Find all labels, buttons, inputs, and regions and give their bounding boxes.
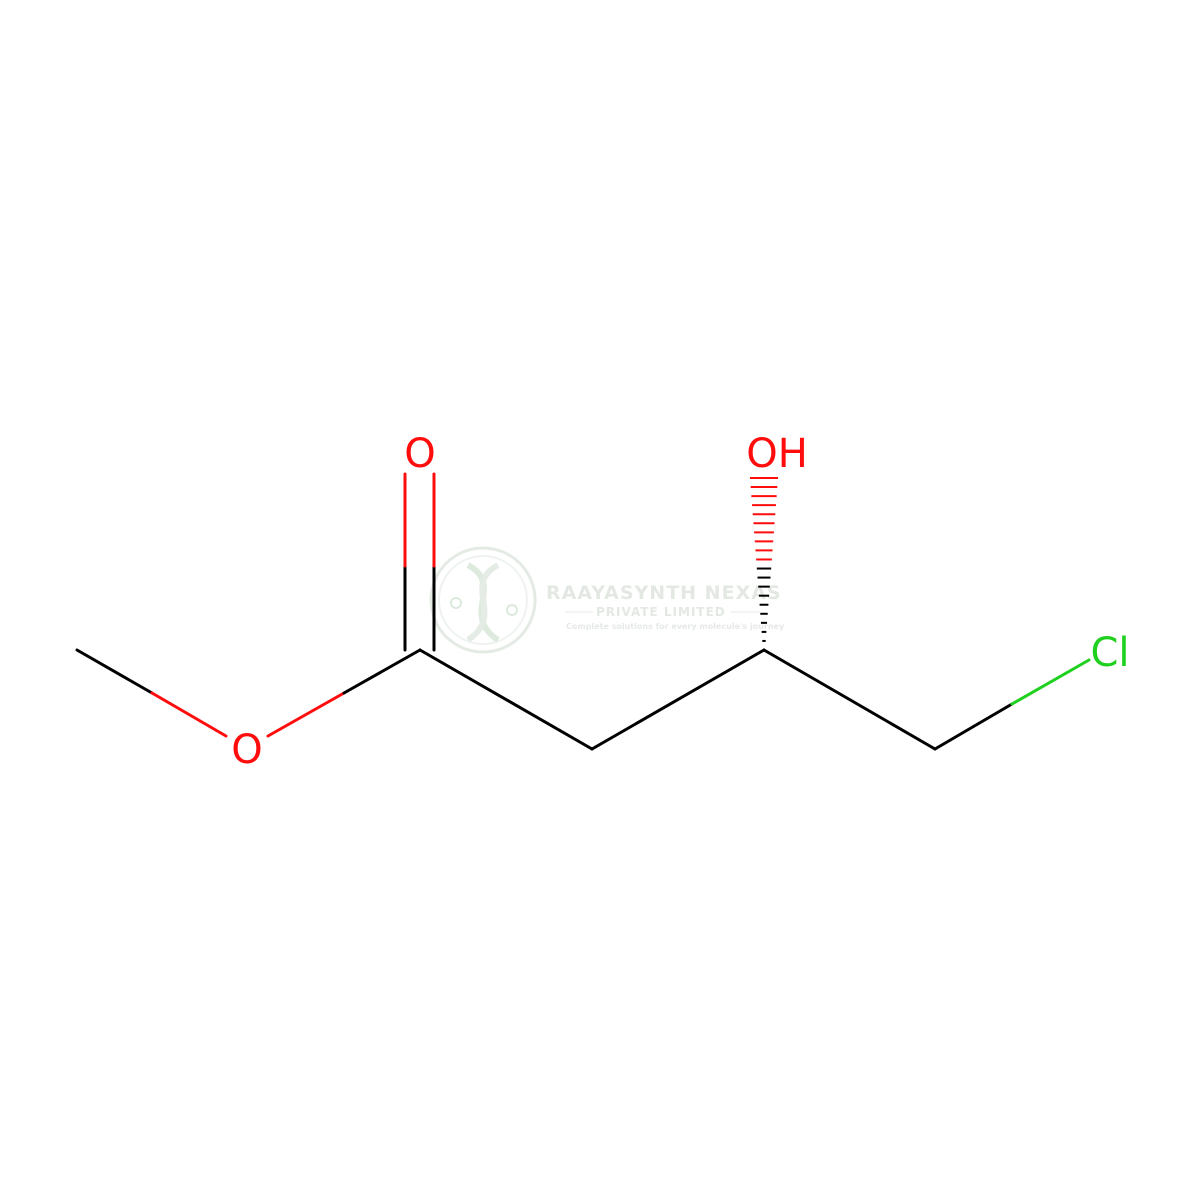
bond-methyl-ester-oxygen-red <box>150 691 228 738</box>
watermark-subtitle: PRIVATE LIMITED <box>596 605 726 619</box>
bond-stereocenter-chloromethyl <box>762 648 937 751</box>
bond-chloromethyl-chlorine-black <box>933 702 1014 751</box>
stereo-hashed-wedge-bond <box>750 477 778 651</box>
atom-label-chlorine: Cl <box>1090 630 1129 676</box>
bond-ester-oxygen-carbonyl-black <box>342 648 422 695</box>
atom-label-ester-oxygen: O <box>231 727 262 773</box>
bond-methyl-ester-oxygen-black <box>75 648 154 695</box>
watermark-tagline: Complete solutions for every molecule's … <box>566 622 785 631</box>
bond-chloromethyl-chlorine-green <box>1010 658 1091 706</box>
watermark-logo <box>429 546 537 654</box>
bond-carbonyl-methylene <box>418 648 594 751</box>
bonds <box>75 472 1091 751</box>
bond-methylene-stereocenter <box>590 648 766 751</box>
atom-label-hydroxyl: OH <box>746 431 808 477</box>
watermark-company: RAAYASYNTH NEXAS <box>546 582 782 604</box>
atom-label-carbonyl-oxygen: O <box>404 431 435 477</box>
atom-labels: O O OH Cl <box>231 431 1129 773</box>
bond-ester-oxygen-carbonyl-red <box>266 691 346 738</box>
watermark: RAAYASYNTH NEXAS PRIVATE LIMITED Complet… <box>429 546 785 654</box>
